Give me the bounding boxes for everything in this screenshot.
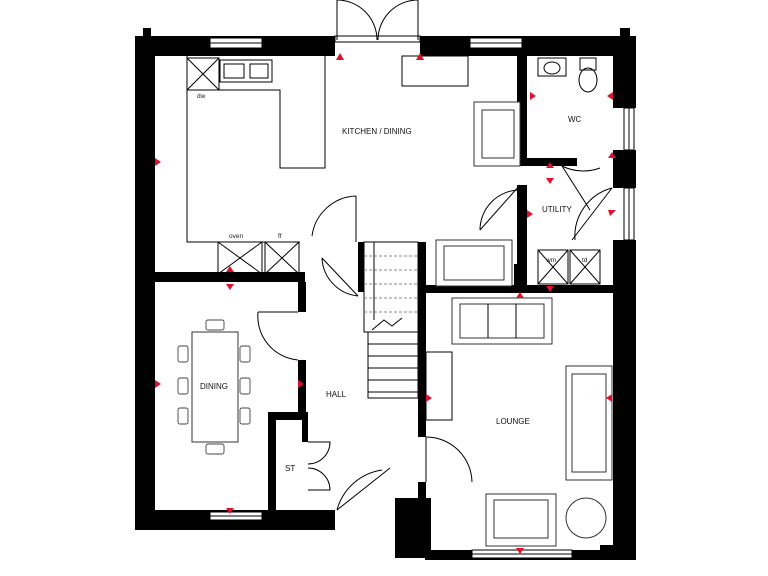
lounge-sofa-top [451,297,553,345]
room-label-wc: WC [568,115,582,124]
kitchen-armchair [473,101,521,167]
kitchen-hall-door [311,195,359,297]
utility-doors [479,184,613,241]
appliance-label-fridge-freezer: ff [278,233,282,240]
store-doors [307,441,331,491]
lounge-unit [425,351,453,421]
appliance-label-washing-machine: wm [545,257,556,264]
room-label-utility: UTILITY [542,205,572,214]
lounge-side-table [565,497,607,539]
wc-door [561,165,601,211]
staircase [363,241,419,399]
lounge-sofa-right [565,365,613,481]
french-doors [334,0,421,43]
lounge-door [425,436,473,483]
kitchen-units [186,55,469,275]
front-door [335,467,395,530]
appliance-label-dishwasher: dw [197,93,206,100]
red-markers [155,53,616,554]
kitchen-sofa [435,239,513,287]
room-label-lounge: LOUNGE [496,417,530,426]
dining-table [177,319,251,455]
lounge-armchair [485,493,557,547]
wc-fixtures [537,57,598,93]
appliance-label-oven: oven [229,233,243,240]
room-label-dining: DINING [200,382,228,391]
dining-door [257,311,299,361]
room-label-kitchen-dining: KITCHEN / DINING [342,127,412,136]
appliance-label-tumble-dryer: td [582,257,588,264]
utility-fixtures [537,249,601,285]
walls [135,28,636,560]
room-label-store: ST [285,464,295,473]
room-label-hall: HALL [326,390,347,399]
